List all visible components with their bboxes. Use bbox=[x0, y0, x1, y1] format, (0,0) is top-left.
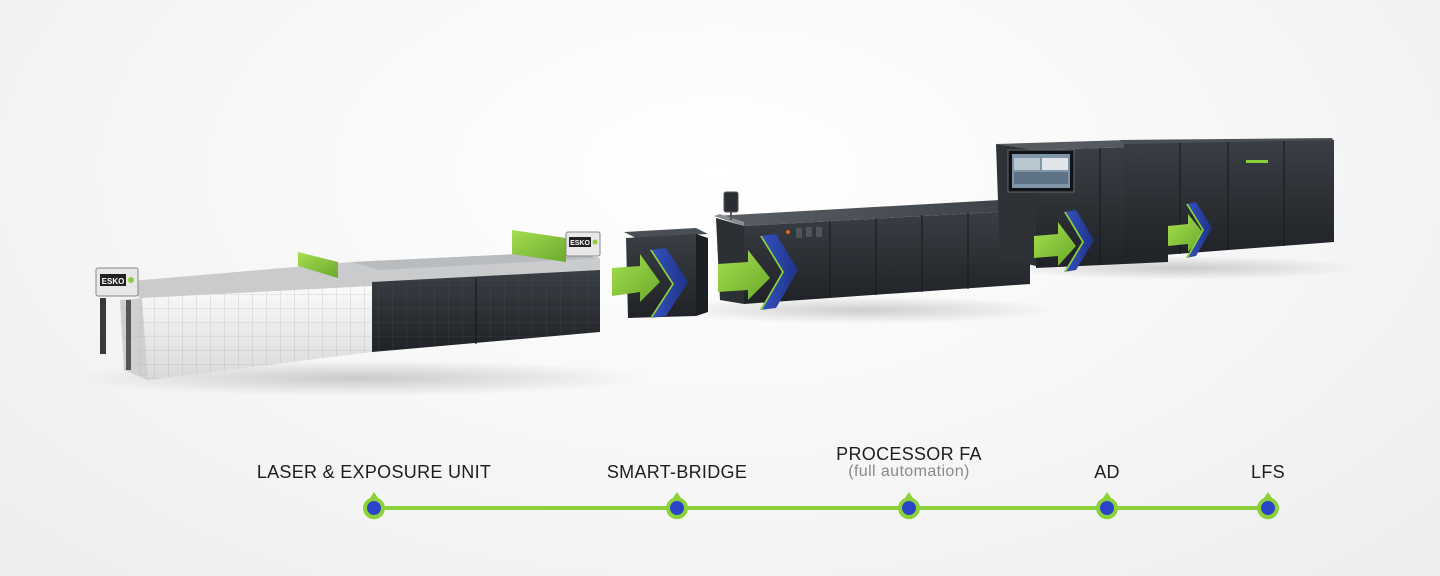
station-title: SMART-BRIDGE bbox=[606, 462, 748, 482]
esko-display-left: ESKO bbox=[95, 267, 139, 297]
station-title: AD bbox=[1094, 462, 1120, 482]
flow-arrow-icon bbox=[1034, 210, 1094, 272]
flow-arrow-icon bbox=[612, 248, 688, 318]
station-label-smart-bridge: SMART-BRIDGE bbox=[607, 462, 747, 483]
station-title: LFS bbox=[1251, 462, 1285, 482]
station-subtitle: (full automation) bbox=[848, 463, 970, 480]
processor-fa-machine bbox=[714, 191, 1030, 304]
station-title: LASER & EXPOSURE UNIT bbox=[256, 462, 492, 482]
station-label-laser-exposure: LASER & EXPOSURE UNIT bbox=[257, 462, 491, 483]
flow-arrow-icon bbox=[1168, 202, 1212, 258]
station-title: PROCESSOR FA bbox=[836, 444, 982, 464]
lfs-machine bbox=[1120, 138, 1334, 258]
station-label-ad: AD bbox=[1094, 462, 1120, 483]
station-label-lfs: LFS bbox=[1251, 462, 1285, 483]
esko-logo-right: ESKO bbox=[570, 240, 590, 247]
esko-display-right: ESKO bbox=[565, 231, 601, 257]
flow-arrow-icon bbox=[718, 234, 798, 310]
station-label-processor-fa: PROCESSOR FA (full automation) bbox=[836, 444, 982, 480]
laser-exposure-unit-machine: ESKO ESKO bbox=[95, 230, 601, 380]
esko-logo-left: ESKO bbox=[102, 277, 125, 286]
